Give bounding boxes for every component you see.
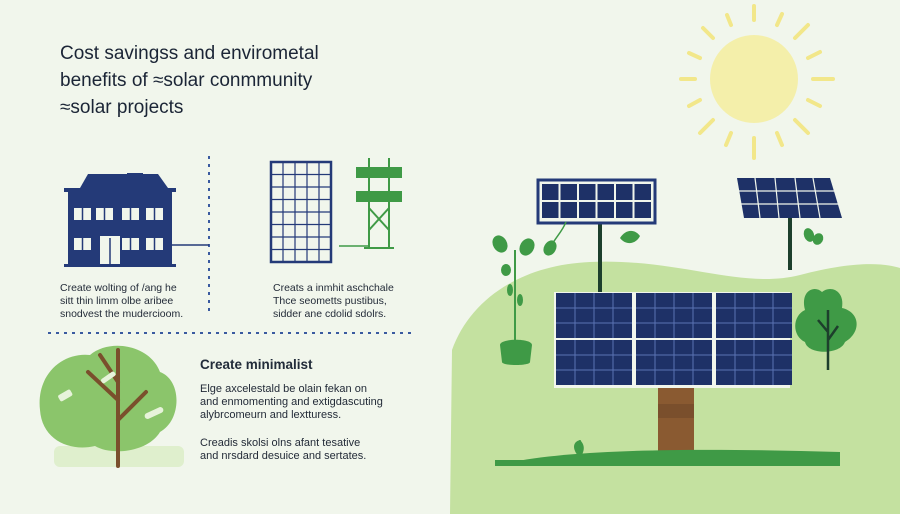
house-caption: Create wolting of /ang he sitt thin limm…	[60, 282, 183, 321]
title-line: benefits of ≈solar conmmunity	[60, 70, 313, 91]
elevated-solar-panel-right	[737, 177, 842, 270]
sun-icon	[679, 4, 835, 160]
caption-line: Creats a inmhit aschchale	[273, 282, 394, 294]
minimalist-body: Elge axcelestald be olain fekan on and e…	[200, 383, 383, 422]
caption-line: sidder ane cdolid sdolrs.	[273, 308, 387, 320]
body-line: Elge axcelestald be olain fekan on	[200, 383, 367, 395]
sprout-icon	[574, 440, 594, 460]
page-title: Cost savingss and envirometal benefits o…	[60, 40, 390, 121]
tower-icon	[356, 158, 402, 249]
footer-line: and nrsdard desuice and sertates.	[200, 450, 367, 462]
elevated-solar-panel-left	[536, 178, 657, 295]
title-line: Cost savingss and envirometal	[60, 43, 319, 64]
leaf-icon	[803, 228, 824, 245]
solar-panel-array	[554, 292, 792, 462]
tree-icon	[795, 288, 857, 370]
footer-line: Creadis skolsi olns afant tesative	[200, 437, 361, 449]
caption-line: snodvest the mudercioom.	[60, 308, 184, 320]
solar-panel-icon	[269, 160, 333, 264]
minimalist-heading: Create minimalist	[200, 357, 313, 372]
minimalist-footer: Creadis skolsi olns afant tesative and n…	[200, 437, 366, 463]
caption-line: sitt thin limm olbe aribee	[60, 295, 174, 307]
body-line: alybrcomeurn and lextturess.	[200, 409, 342, 421]
caption-line: Thce seometts pustibus,	[273, 295, 387, 307]
body-line: and enmomenting and extigdascuting	[200, 396, 383, 408]
tree-icon	[39, 345, 184, 468]
house-icon	[64, 173, 176, 267]
panel-caption: Creats a inmhit aschchale Thce seometts …	[273, 282, 394, 321]
title-line: ≈solar projects	[60, 97, 184, 118]
caption-line: Create wolting of /ang he	[60, 282, 177, 294]
potted-vine-icon	[492, 221, 640, 365]
